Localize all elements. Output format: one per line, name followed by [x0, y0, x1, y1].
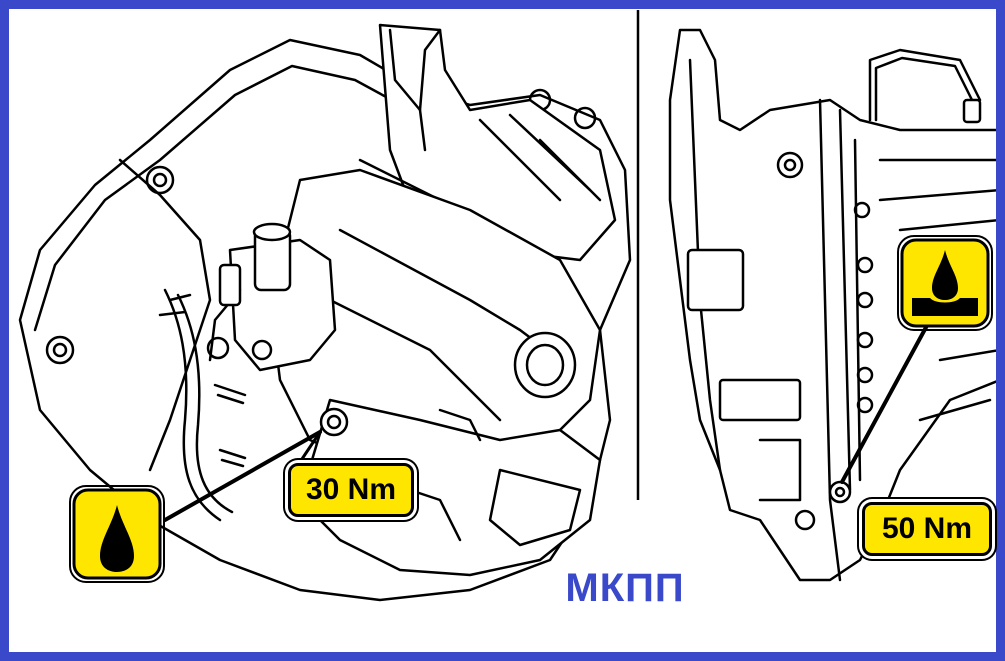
torque-badge-right: 50 Nm	[862, 502, 992, 556]
gearbox-side-view	[18, 23, 632, 602]
diagram-caption: МКПП	[565, 566, 685, 610]
oil-level-icon	[897, 235, 993, 331]
torque-badge-left: 30 Nm	[288, 463, 414, 517]
gearbox-end-view	[668, 28, 996, 582]
oil-drop-icon	[69, 485, 165, 583]
